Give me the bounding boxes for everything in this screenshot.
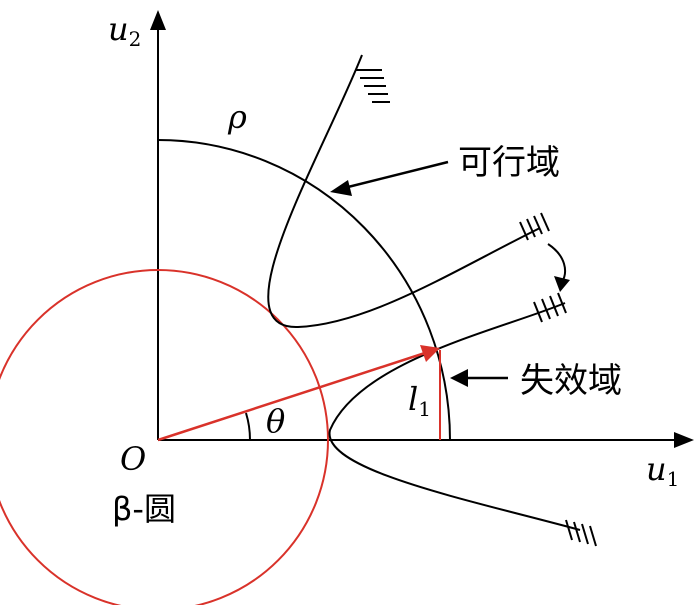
hatch-marks-feasible-right [519, 212, 550, 241]
beta-circle [0, 269, 329, 605]
rho-arc [157, 139, 451, 441]
hatch-marks-failure-lower [565, 519, 597, 547]
rho-label: ρ [227, 98, 247, 136]
hatch-marks-upper [356, 69, 390, 103]
l1-label: l1 [408, 380, 431, 421]
design-vector [157, 350, 429, 442]
hatch-marks-failure-upper [533, 292, 567, 323]
theta-arc [245, 412, 252, 441]
feasible-pointer-arrowhead [330, 180, 352, 196]
feasible-region-curve [267, 54, 541, 329]
origin-label: O [120, 440, 146, 478]
feasible-region-label: 可行域 [458, 143, 560, 183]
u1-label: u1 [646, 450, 679, 491]
theta-label: θ [266, 402, 285, 440]
u1-axis-arrowhead [674, 432, 694, 448]
failure-pointer-arrowhead [450, 369, 468, 387]
failure-region-label: 失效域 [520, 361, 622, 401]
feasible-pointer-arrow [343, 160, 449, 190]
design-vector-arrowhead [420, 345, 440, 362]
failure-region-curve [328, 302, 581, 531]
u2-axis-arrowhead [150, 10, 166, 30]
shift-arrow [547, 243, 566, 283]
u2-label: u2 [108, 10, 141, 51]
beta-circle-label: β-圆 [112, 490, 176, 528]
shift-arrowhead [554, 276, 570, 292]
